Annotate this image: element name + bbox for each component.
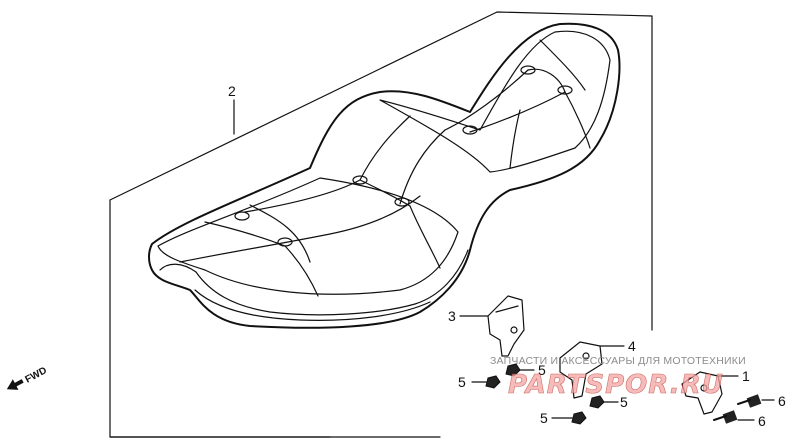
bolt-2 xyxy=(713,410,738,424)
callout-nut-2: 5 xyxy=(538,362,546,378)
watermark-brand: PARTSPOR.RU xyxy=(508,370,724,400)
bolt-1 xyxy=(737,394,762,408)
nut-3 xyxy=(589,395,605,409)
callout-nut-1: 5 xyxy=(458,374,466,390)
callout-bolt-2: 6 xyxy=(758,413,766,429)
callout-bracket-left: 3 xyxy=(448,308,456,324)
bracket-small xyxy=(681,371,723,415)
nut-2 xyxy=(505,363,521,377)
callout-seat: 2 xyxy=(228,83,236,99)
fwd-label: FWD xyxy=(23,365,48,385)
watermark: ЗАПЧАСТИ И АКСЕССУАРЫ ДЛЯ МОТОТЕХНИКИ PA… xyxy=(490,355,746,400)
bracket-right xyxy=(559,341,603,399)
nut-1 xyxy=(485,375,501,389)
assembly-frame xyxy=(109,11,653,438)
callout-nut-4: 5 xyxy=(540,410,548,426)
bracket-left xyxy=(487,295,525,357)
seat-illustration xyxy=(148,22,621,329)
nut-4 xyxy=(571,411,587,425)
arrow-left-icon xyxy=(6,379,24,390)
callout-nut-3: 5 xyxy=(620,394,628,410)
watermark-subtitle: ЗАПЧАСТИ И АКСЕССУАРЫ ДЛЯ МОТОТЕХНИКИ xyxy=(490,355,746,367)
forward-arrow: FWD xyxy=(6,365,49,390)
callout-bolt-1: 6 xyxy=(778,393,786,409)
callout-bracket-right: 4 xyxy=(628,338,636,354)
callout-bracket-small: 1 xyxy=(742,368,750,384)
